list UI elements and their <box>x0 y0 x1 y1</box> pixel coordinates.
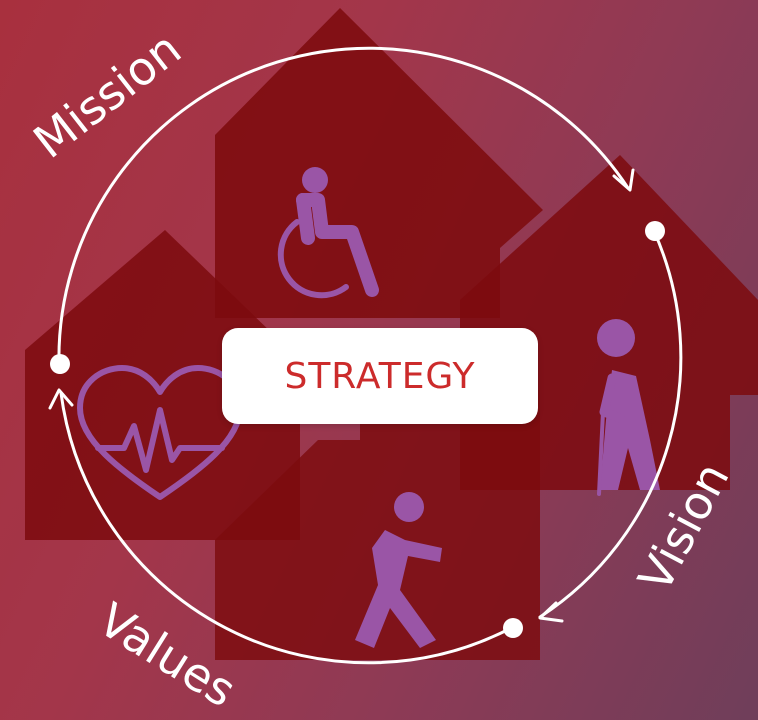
strategy-box: STRATEGY <box>222 328 538 424</box>
house-top <box>215 8 543 318</box>
arrowhead-values-mission <box>48 388 74 410</box>
cycle-dot-mission <box>50 354 70 374</box>
house-bottom <box>215 390 540 660</box>
cycle-dot-vision <box>645 221 665 241</box>
strategy-label: STRATEGY <box>284 355 476 397</box>
falling-person-icon <box>355 492 442 648</box>
wheelchair-user-icon <box>277 167 379 299</box>
cycle-dot-values <box>503 618 523 638</box>
arrowhead-vision-values <box>538 601 564 623</box>
arrowhead-mission-vision <box>612 168 635 192</box>
elderly-person-cane-icon <box>597 319 660 496</box>
cycle-ring <box>57 46 683 665</box>
